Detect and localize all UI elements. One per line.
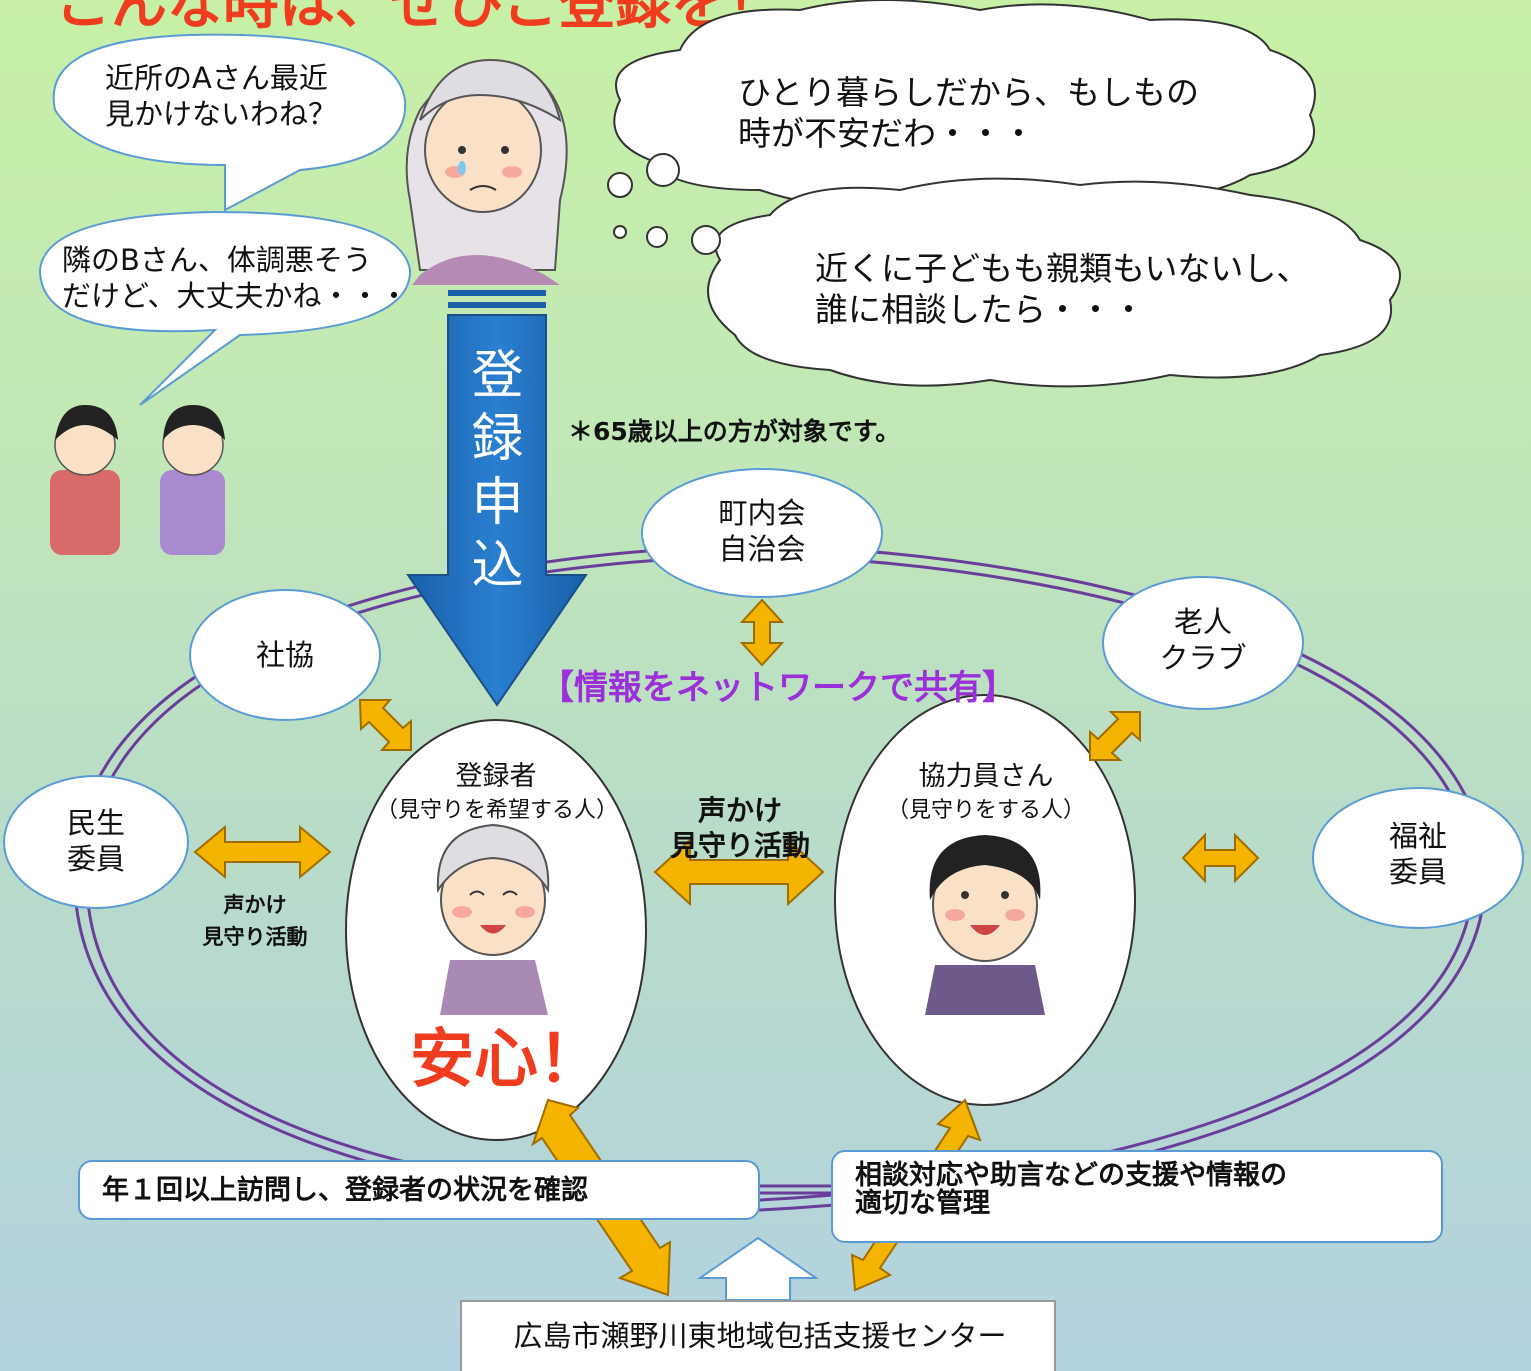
arrow-minsei-horizontal bbox=[193, 824, 332, 880]
up-arrow-white bbox=[696, 1236, 820, 1301]
thought-cloud-2 bbox=[707, 177, 1401, 388]
share-label: 【情報をネットワークで共有】 bbox=[540, 668, 1016, 708]
smiling-grandmother-illustration bbox=[436, 823, 550, 1015]
speech-bubble-a-text: 近所のAさん最近 見かけないわね？ bbox=[105, 61, 338, 132]
eligibility-note: ＊65歳以上の方が対象です。 bbox=[568, 417, 901, 446]
worried-grandmother-illustration bbox=[405, 58, 568, 285]
visit-box: 年１回以上訪問し、登録者の状況を確認 bbox=[78, 1160, 760, 1220]
visit-box-text: 年１回以上訪問し、登録者の状況を確認 bbox=[102, 1175, 588, 1206]
arrow-shakyo-diagonal bbox=[358, 699, 412, 751]
helper-title: 協力員さん bbox=[918, 761, 1054, 792]
arrow-roujin-diagonal bbox=[1089, 711, 1141, 761]
node-roujin-club-label: 老人 クラブ bbox=[1159, 605, 1247, 676]
support-box-text: 相談対応や助言などの支援や情報の 適切な管理 bbox=[855, 1160, 1287, 1220]
registrant-subtitle: （見守りを希望する人） bbox=[375, 798, 618, 823]
neighbors-chatting-illustration bbox=[50, 405, 225, 555]
node-minsei bbox=[3, 775, 189, 909]
node-shakyo bbox=[189, 589, 381, 721]
node-minsei-label: 民生 委員 bbox=[66, 806, 125, 877]
arrow-chonaikai-vertical bbox=[739, 598, 785, 667]
helper-subtitle: （見守りをする人） bbox=[886, 798, 1085, 823]
registration-arrow bbox=[406, 290, 588, 707]
thought-cloud-2-text: 近くに子どもも親類もいないし、 誰に相談したら・・・ bbox=[815, 249, 1310, 330]
registration-arrow-label: 登 録 申 込 bbox=[471, 346, 524, 597]
node-chonaikai bbox=[641, 468, 883, 598]
headline: こんな時は、ぜひご登録を！ bbox=[55, 0, 783, 37]
node-fukushi bbox=[1312, 787, 1524, 929]
support-box: 相談対応や助言などの支援や情報の 適切な管理 bbox=[831, 1150, 1443, 1243]
arrow-center-horizontal bbox=[653, 837, 825, 907]
box-connector bbox=[760, 1184, 835, 1195]
support-center-box: 広島市瀬野川東地域包括支援センター bbox=[460, 1300, 1056, 1371]
speech-bubble-b-text: 隣のBさん、体調悪そう だけど、大丈夫かね・・・ bbox=[62, 243, 409, 314]
registrant-title: 登録者 bbox=[455, 761, 537, 792]
thought-cloud-1-text: ひとり暮らしだから、もしもの 時が不安だわ・・・ bbox=[738, 73, 1200, 154]
center-activity-label: 声かけ 見守り活動 bbox=[669, 794, 810, 862]
speech-bubble-a bbox=[52, 33, 407, 212]
left-activity-label: 声かけ 見守り活動 bbox=[202, 893, 308, 949]
smiling-helper-illustration bbox=[925, 835, 1045, 1015]
speech-bubble-b bbox=[38, 210, 412, 406]
thought-cloud-1 bbox=[613, 0, 1316, 208]
node-shakyo-label: 社協 bbox=[255, 638, 314, 672]
support-center-name: 広島市瀬野川東地域包括支援センター bbox=[513, 1319, 1007, 1353]
network-ring bbox=[73, 543, 1487, 1212]
arrow-fukushi-horizontal bbox=[1181, 832, 1260, 884]
node-chonaikai-label: 町内会 自治会 bbox=[718, 496, 806, 567]
registrant-status: 安心！ bbox=[410, 1023, 602, 1097]
node-fukushi-label: 福祉 委員 bbox=[1388, 819, 1447, 890]
node-roujin-club bbox=[1102, 576, 1304, 710]
